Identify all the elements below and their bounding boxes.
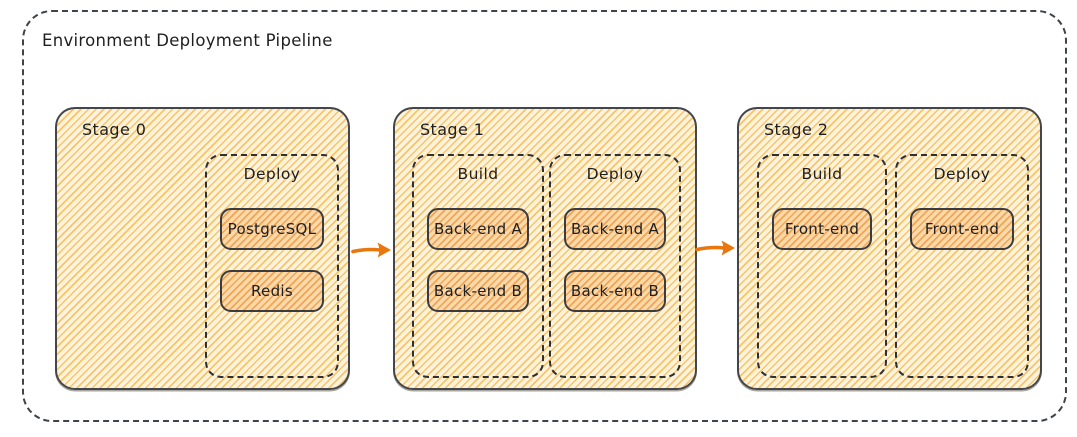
stage-2-box: Stage 2 Build Front-end Deploy Front-end [737, 107, 1042, 390]
item-redis: Redis [220, 270, 324, 312]
stage-0-box: Stage 0 Deploy PostgreSQL Redis [55, 107, 350, 390]
stage-2-group-build: Build Front-end [757, 154, 887, 378]
stage-1-group-build: Build Back-end A Back-end B [412, 154, 544, 378]
arrow-right-icon [351, 242, 391, 258]
item-frontend: Front-end [910, 208, 1014, 250]
item-backend-b: Back-end B [564, 270, 666, 312]
pipeline-boundary [22, 10, 1067, 422]
item-backend-a: Back-end A [564, 208, 666, 250]
item-postgresql: PostgreSQL [220, 208, 324, 250]
group-label: Deploy [243, 165, 301, 183]
stage-1-label: Stage 1 [420, 120, 485, 139]
group-label: Deploy [933, 165, 991, 183]
group-label: Build [457, 165, 499, 183]
group-label: Deploy [586, 165, 644, 183]
stage-2-label: Stage 2 [764, 120, 829, 139]
stage-1-group-deploy: Deploy Back-end A Back-end B [549, 154, 681, 378]
stage-0-group-deploy: Deploy PostgreSQL Redis [205, 154, 339, 378]
group-label: Build [801, 165, 843, 183]
stage-2-group-deploy: Deploy Front-end [895, 154, 1029, 378]
item-backend-a: Back-end A [427, 208, 529, 250]
arrow-right-icon [695, 240, 735, 256]
stage-0-label: Stage 0 [82, 120, 147, 139]
stage-1-box: Stage 1 Build Back-end A Back-end B Depl… [393, 107, 697, 390]
item-backend-b: Back-end B [427, 270, 529, 312]
diagram-title: Environment Deployment Pipeline [42, 31, 333, 50]
item-frontend: Front-end [772, 208, 872, 250]
